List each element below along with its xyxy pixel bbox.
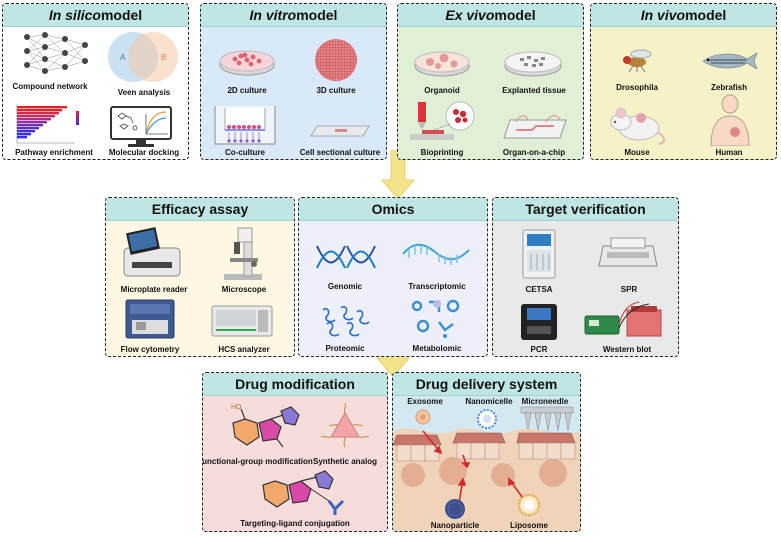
proteomic-label: Proteomic bbox=[325, 344, 365, 353]
metabolomic-icon bbox=[411, 299, 460, 338]
bioprinting-icon bbox=[410, 101, 475, 140]
ligand-conjugation-icon bbox=[262, 470, 345, 515]
in-vitro-panel: In vitro model 2D culture 3D culture Co-… bbox=[200, 3, 387, 160]
microscope-label: Microscope bbox=[221, 285, 267, 294]
pcr-label: PCR bbox=[530, 345, 548, 354]
in-silico-panel: In silico model Compound network A B Vee… bbox=[2, 3, 189, 160]
cell-sectional-culture-label: Cell sectional culture bbox=[299, 148, 381, 157]
explanted-tissue-label: Explanted tissue bbox=[502, 86, 566, 95]
drosophila-icon bbox=[623, 49, 652, 73]
genomic-label: Genomic bbox=[327, 282, 363, 291]
pathway-enrichment-label: Pathway enrichment bbox=[15, 148, 93, 157]
2d-culture-icon bbox=[219, 50, 275, 76]
efficacy-assay-panel: Efficacy assay Microplate reader Microsc… bbox=[105, 197, 295, 357]
ex-vivo-title: Ex vivo model bbox=[398, 4, 583, 27]
spr-icon bbox=[598, 237, 658, 267]
cetsa-label: CETSA bbox=[525, 285, 553, 294]
transcriptomic-rna-icon bbox=[402, 243, 470, 265]
zebrafish-icon bbox=[702, 52, 758, 70]
spr-label: SPR bbox=[620, 285, 638, 294]
in-vitro-title: In vitro model bbox=[201, 4, 386, 27]
functional-group-modification-label: Functional-group modification bbox=[202, 457, 313, 466]
microplate-reader-icon bbox=[123, 227, 181, 277]
zebrafish-label: Zebrafish bbox=[710, 83, 748, 92]
molecular-docking-icon bbox=[110, 106, 172, 147]
nanomicelle-icon bbox=[477, 409, 497, 429]
omics-panel: Omics Genomic Transcriptomic Proteomic M… bbox=[298, 197, 488, 357]
drug-delivery-title: Drug delivery system bbox=[393, 373, 580, 396]
delivery-tissue-illustration bbox=[393, 406, 580, 531]
organ-on-a-chip-icon bbox=[503, 115, 567, 139]
omics-title: Omics bbox=[299, 198, 487, 221]
target-verification-panel: Target verification CETSA SPR PCR Wester… bbox=[492, 197, 679, 357]
venn-label-b: B bbox=[161, 53, 166, 62]
hcs-analyzer-icon bbox=[211, 305, 273, 337]
genomic-dna-icon bbox=[316, 245, 376, 269]
human-label: Human bbox=[715, 148, 743, 157]
metabolomic-label: Metabolomic bbox=[412, 344, 462, 353]
organoid-label: Organoid bbox=[424, 86, 460, 95]
drug-delivery-panel: Drug delivery system Exosome Nanomicelle… bbox=[392, 372, 581, 532]
synthetic-analog-label: Synthetic analog bbox=[312, 457, 378, 466]
drug-modification-title: Drug modification bbox=[203, 373, 387, 396]
efficacy-assay-title: Efficacy assay bbox=[106, 198, 294, 221]
venn-label-a: A bbox=[120, 53, 126, 62]
transcriptomic-label: Transcriptomic bbox=[408, 282, 466, 291]
western-blot-label: Western blot bbox=[602, 345, 652, 354]
pcr-icon bbox=[521, 304, 557, 340]
proteomic-icon bbox=[322, 305, 370, 337]
2d-culture-label: 2D culture bbox=[227, 86, 267, 95]
mouse-icon bbox=[610, 107, 665, 145]
functional-group-molecule-icon: HO bbox=[231, 404, 300, 448]
molecular-docking-label: Molecular docking bbox=[108, 148, 180, 157]
nanoparticle-icon bbox=[445, 499, 465, 519]
western-blot-icon bbox=[584, 301, 662, 337]
ex-vivo-panel: Ex vivo model Organoid Explanted tissue … bbox=[397, 3, 584, 160]
venn-analysis-label: Veen analysis bbox=[117, 88, 171, 97]
compound-network-label: Compound network bbox=[12, 82, 88, 91]
in-silico-title: In silico model bbox=[3, 4, 188, 27]
cell-sectional-culture-icon bbox=[310, 125, 370, 137]
nanomicelle-label: Nanomicelle bbox=[465, 397, 513, 406]
liposome-icon bbox=[517, 493, 541, 517]
flow-cytometry-label: Flow cytometry bbox=[120, 345, 180, 354]
microneedle-label: Microneedle bbox=[521, 397, 569, 406]
in-vivo-panel: In vivo model Drosophila Zebrafish Mouse… bbox=[590, 3, 777, 160]
targeting-ligand-conjugation-label: Targeting-ligand conjugation bbox=[240, 519, 350, 528]
compound-network-icon bbox=[24, 32, 88, 74]
drug-modification-panel: Drug modification HO Functional-group mo… bbox=[202, 372, 388, 532]
ho-label: HO bbox=[231, 404, 242, 411]
microplate-reader-label: Microplate reader bbox=[120, 285, 188, 294]
exosome-icon bbox=[415, 409, 431, 425]
in-vivo-title: In vivo model bbox=[591, 4, 776, 27]
drosophila-label: Drosophila bbox=[616, 83, 658, 92]
3d-culture-icon bbox=[315, 39, 357, 81]
exosome-label: Exosome bbox=[407, 397, 443, 406]
bioprinting-label: Bioprinting bbox=[420, 148, 464, 157]
organoid-icon bbox=[414, 51, 470, 77]
liposome-label: Liposome bbox=[510, 521, 548, 530]
nanoparticle-label: Nanoparticle bbox=[430, 521, 480, 530]
mouse-label: Mouse bbox=[624, 148, 650, 157]
pathway-enrichment-icon bbox=[16, 105, 79, 144]
hcs-analyzer-label: HCS analyzer bbox=[218, 345, 270, 354]
flow-cytometry-icon bbox=[125, 299, 175, 339]
3d-culture-label: 3D culture bbox=[316, 86, 356, 95]
target-verification-title: Target verification bbox=[493, 198, 678, 221]
co-culture-label: Co-culture bbox=[225, 148, 265, 157]
microscope-icon bbox=[224, 227, 262, 280]
co-culture-icon bbox=[214, 106, 276, 145]
cetsa-icon bbox=[522, 229, 556, 279]
microneedle-icon bbox=[520, 406, 574, 432]
venn-diagram-icon: A B bbox=[108, 32, 178, 82]
synthetic-analog-icon bbox=[320, 402, 370, 448]
human-icon bbox=[710, 94, 750, 146]
organ-on-a-chip-label: Organ-on-a-chip bbox=[502, 148, 566, 157]
explanted-tissue-icon bbox=[504, 51, 562, 77]
